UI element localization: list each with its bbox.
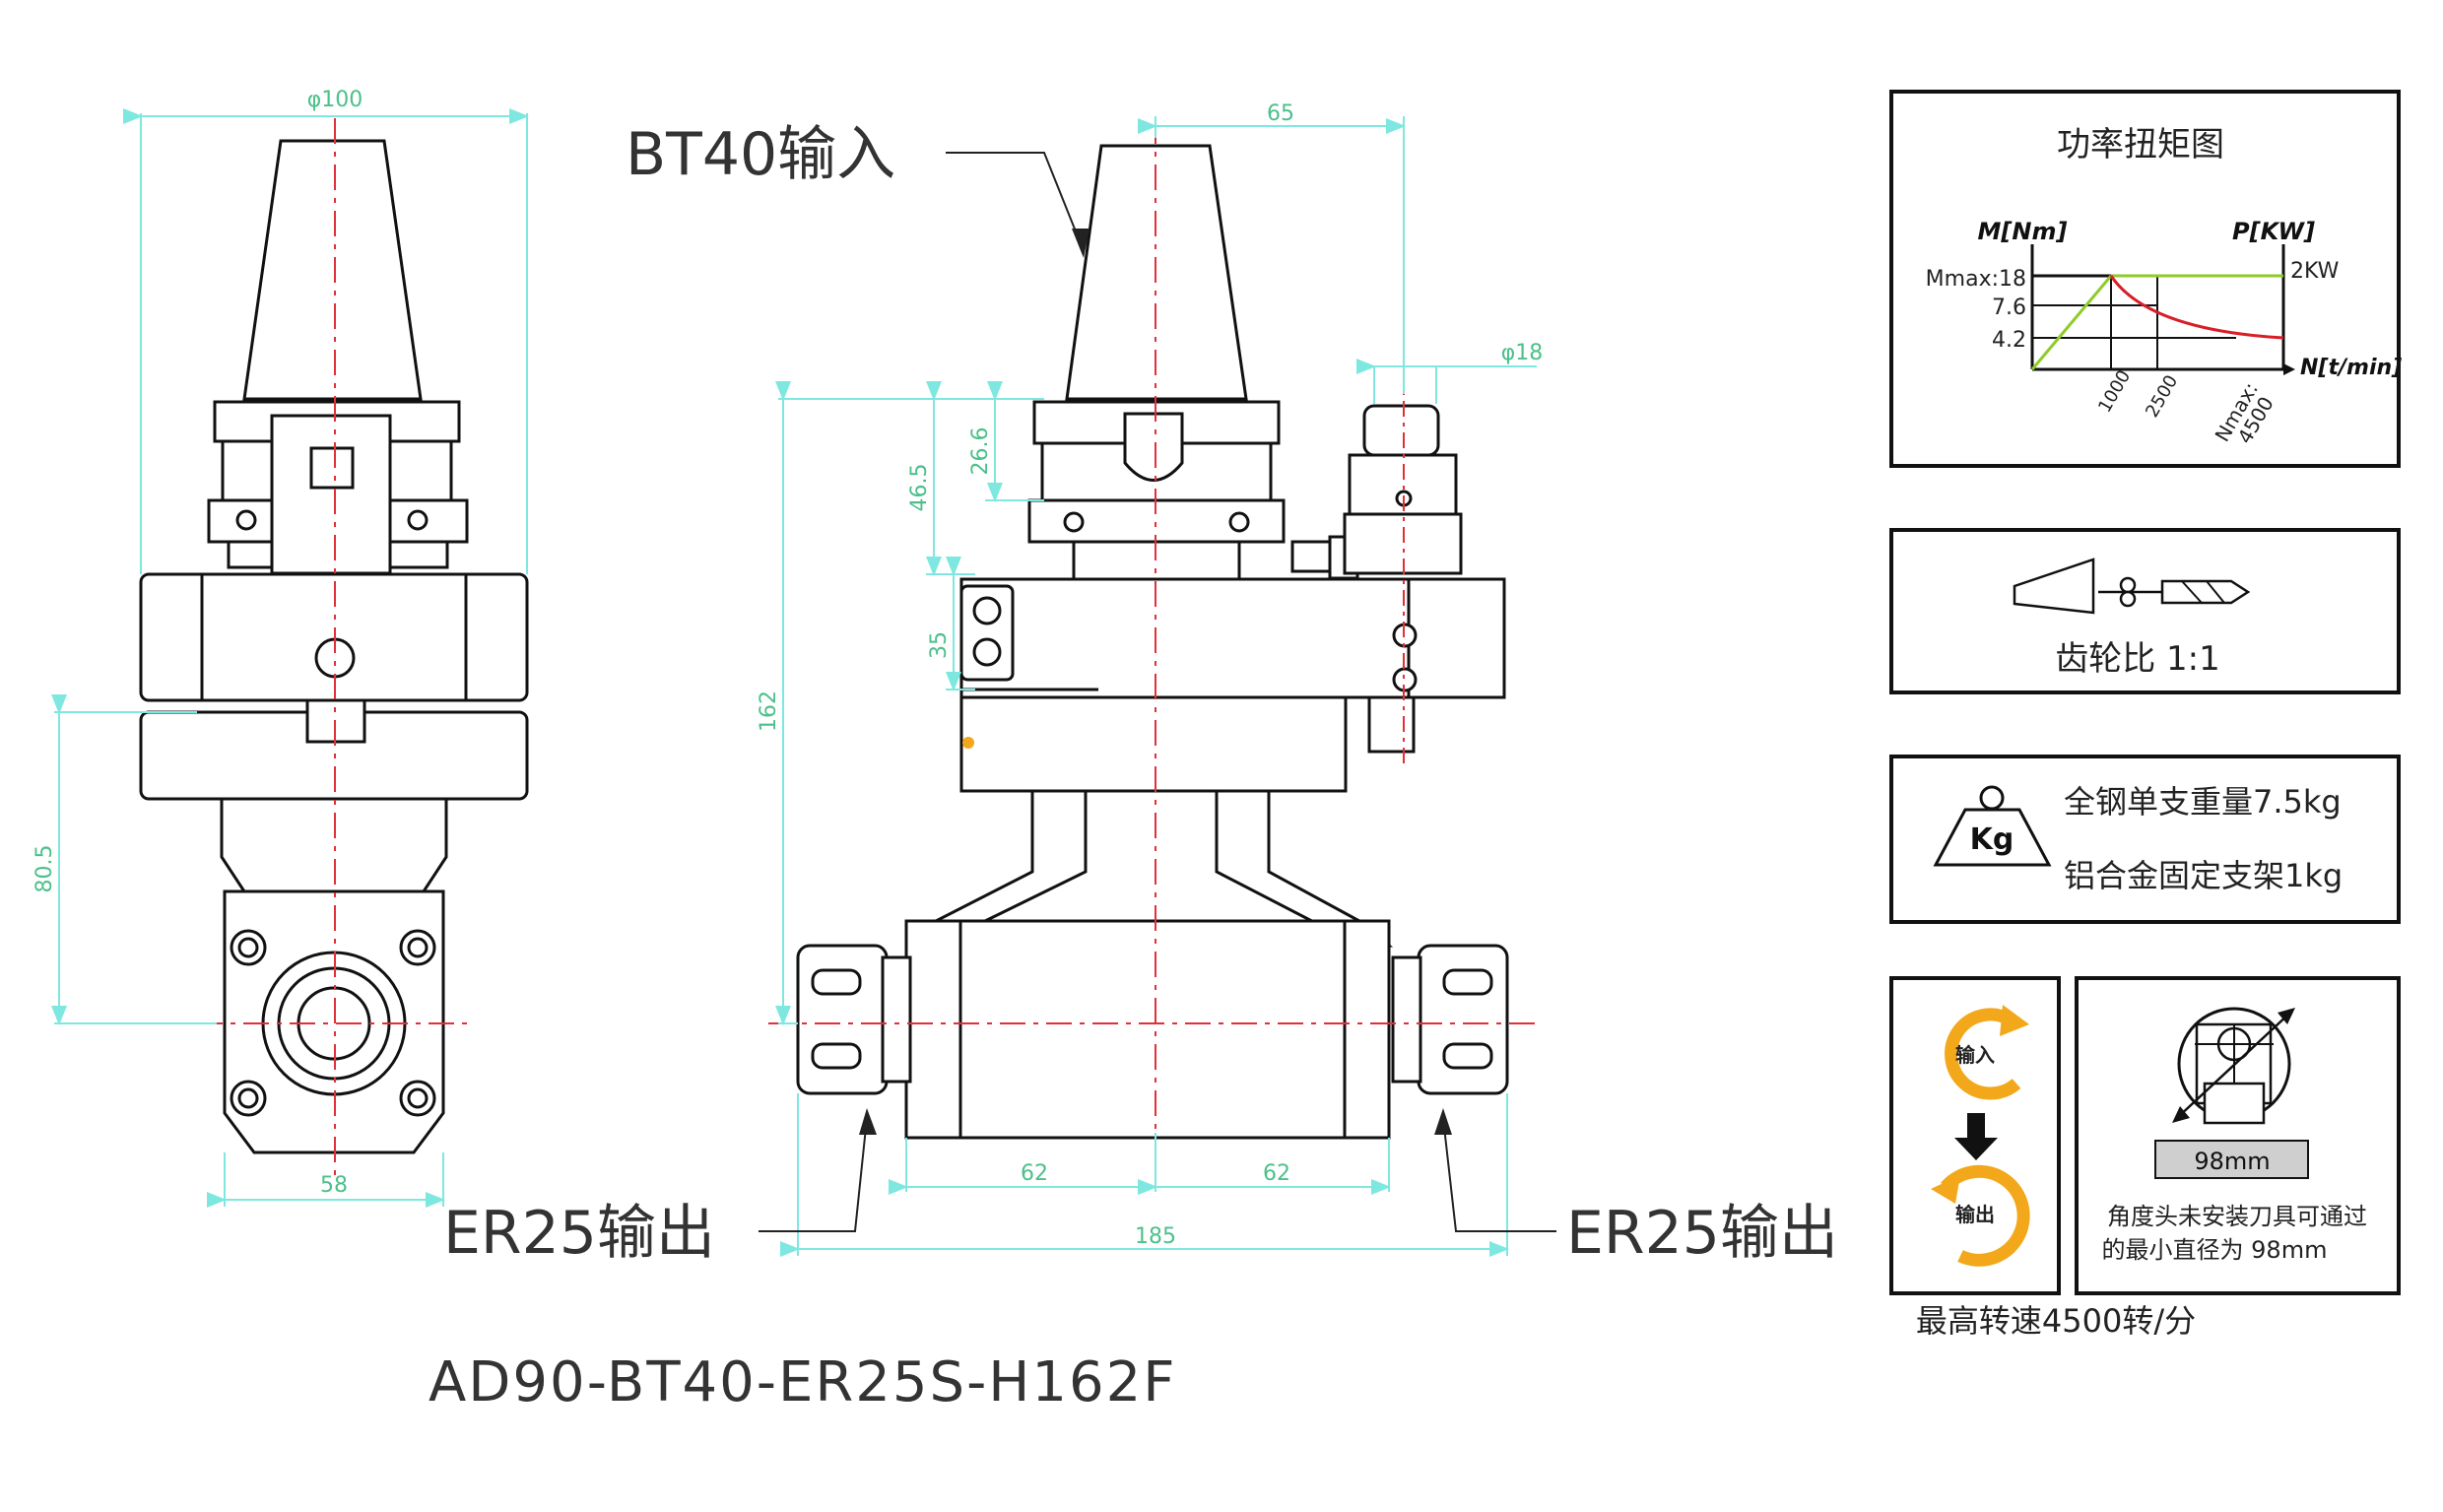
weight-aluminum: 铝合金固定支架1kg	[2064, 857, 2343, 894]
rotation-panel: 输入 输出	[1889, 976, 2061, 1295]
n-axis-label: N[t/min]	[2300, 356, 2402, 380]
front-dimensions	[775, 116, 1537, 1257]
dim-46-5: 46.5	[907, 464, 932, 512]
dim-80-5: 80.5	[33, 845, 57, 893]
clearance-line1: 角度头未安装刀具可通过	[2107, 1203, 2367, 1230]
callout-input-label: BT40输入	[626, 120, 895, 189]
down-arrow	[1954, 1113, 1998, 1160]
left-dimensions	[51, 108, 529, 1208]
clearance-panel: 98mm 角度头未安装刀具可通过 的最小直径为 98mm	[2075, 976, 2401, 1295]
dim-65: 65	[1267, 101, 1294, 126]
clearance-line2: 的最小直径为 98mm	[2102, 1236, 2328, 1264]
dim-58: 58	[320, 1173, 348, 1198]
y-tick-7-6: 7.6	[1992, 296, 2026, 320]
output-rotation-arrow	[1941, 1164, 2030, 1267]
gear-ratio-panel: 齿轮比 1:1	[1889, 528, 2401, 694]
y-tick-mmax: Mmax:18	[1926, 267, 2026, 292]
max-speed-caption: 最高转速4500转/分	[1916, 1302, 2196, 1340]
weight-panel: Kg 全钢单支重量7.5kg 铝合金固定支架1kg	[1889, 755, 2401, 924]
dim-62-right: 62	[1263, 1161, 1290, 1186]
output-label: 输出	[1955, 1203, 1995, 1226]
weight-icon-text: Kg	[1970, 822, 2014, 857]
left-view	[139, 139, 529, 1154]
weight-icon	[1933, 808, 2052, 867]
clearance-value: 98mm	[2194, 1148, 2270, 1175]
front-body	[959, 577, 1506, 699]
taper-icon	[2013, 558, 2095, 615]
p-axis-label: P[KW]	[2232, 218, 2315, 245]
dim-185: 185	[1135, 1224, 1176, 1249]
y-tick-4-2: 4.2	[1992, 328, 2026, 353]
left-taper-cone	[242, 139, 423, 401]
clearance-value-box	[2154, 1140, 2309, 1179]
power-panel-title: 功率扭矩图	[2057, 125, 2224, 164]
input-rotation-arrow	[1945, 1008, 2021, 1100]
drill-bit-icon	[2160, 579, 2251, 605]
callout-output-right-label: ER25输出	[1566, 1199, 1838, 1268]
front-view	[796, 144, 1509, 1140]
callout-leaders	[759, 152, 1556, 1232]
power-torque-panel: 功率扭矩图 M[Nm] P[KW] Mmax:18 7.6 4.2 2KW N[…	[1889, 90, 2402, 468]
gear-ratio-label: 齿轮比 1:1	[2055, 639, 2220, 679]
weight-steel: 全钢单支重量7.5kg	[2064, 783, 2342, 821]
left-er25-collet	[796, 944, 889, 1095]
right-label-2kw: 2KW	[2290, 259, 2340, 284]
m-axis-label: M[Nm]	[1978, 218, 2068, 245]
dim-phi100: φ100	[307, 88, 363, 112]
dim-35: 35	[927, 631, 952, 659]
front-cross-housing	[904, 919, 1391, 1140]
dim-26-6: 26.6	[968, 427, 993, 476]
right-er25-collet	[1417, 944, 1509, 1095]
model-number: AD90-BT40-ER25S-H162F	[429, 1350, 1177, 1414]
dim-162: 162	[757, 690, 781, 732]
dim-62-left: 62	[1021, 1161, 1048, 1186]
callout-output-left-label: ER25输出	[443, 1199, 715, 1268]
dim-phi18: φ18	[1501, 341, 1544, 365]
input-label: 输入	[1955, 1043, 1995, 1067]
